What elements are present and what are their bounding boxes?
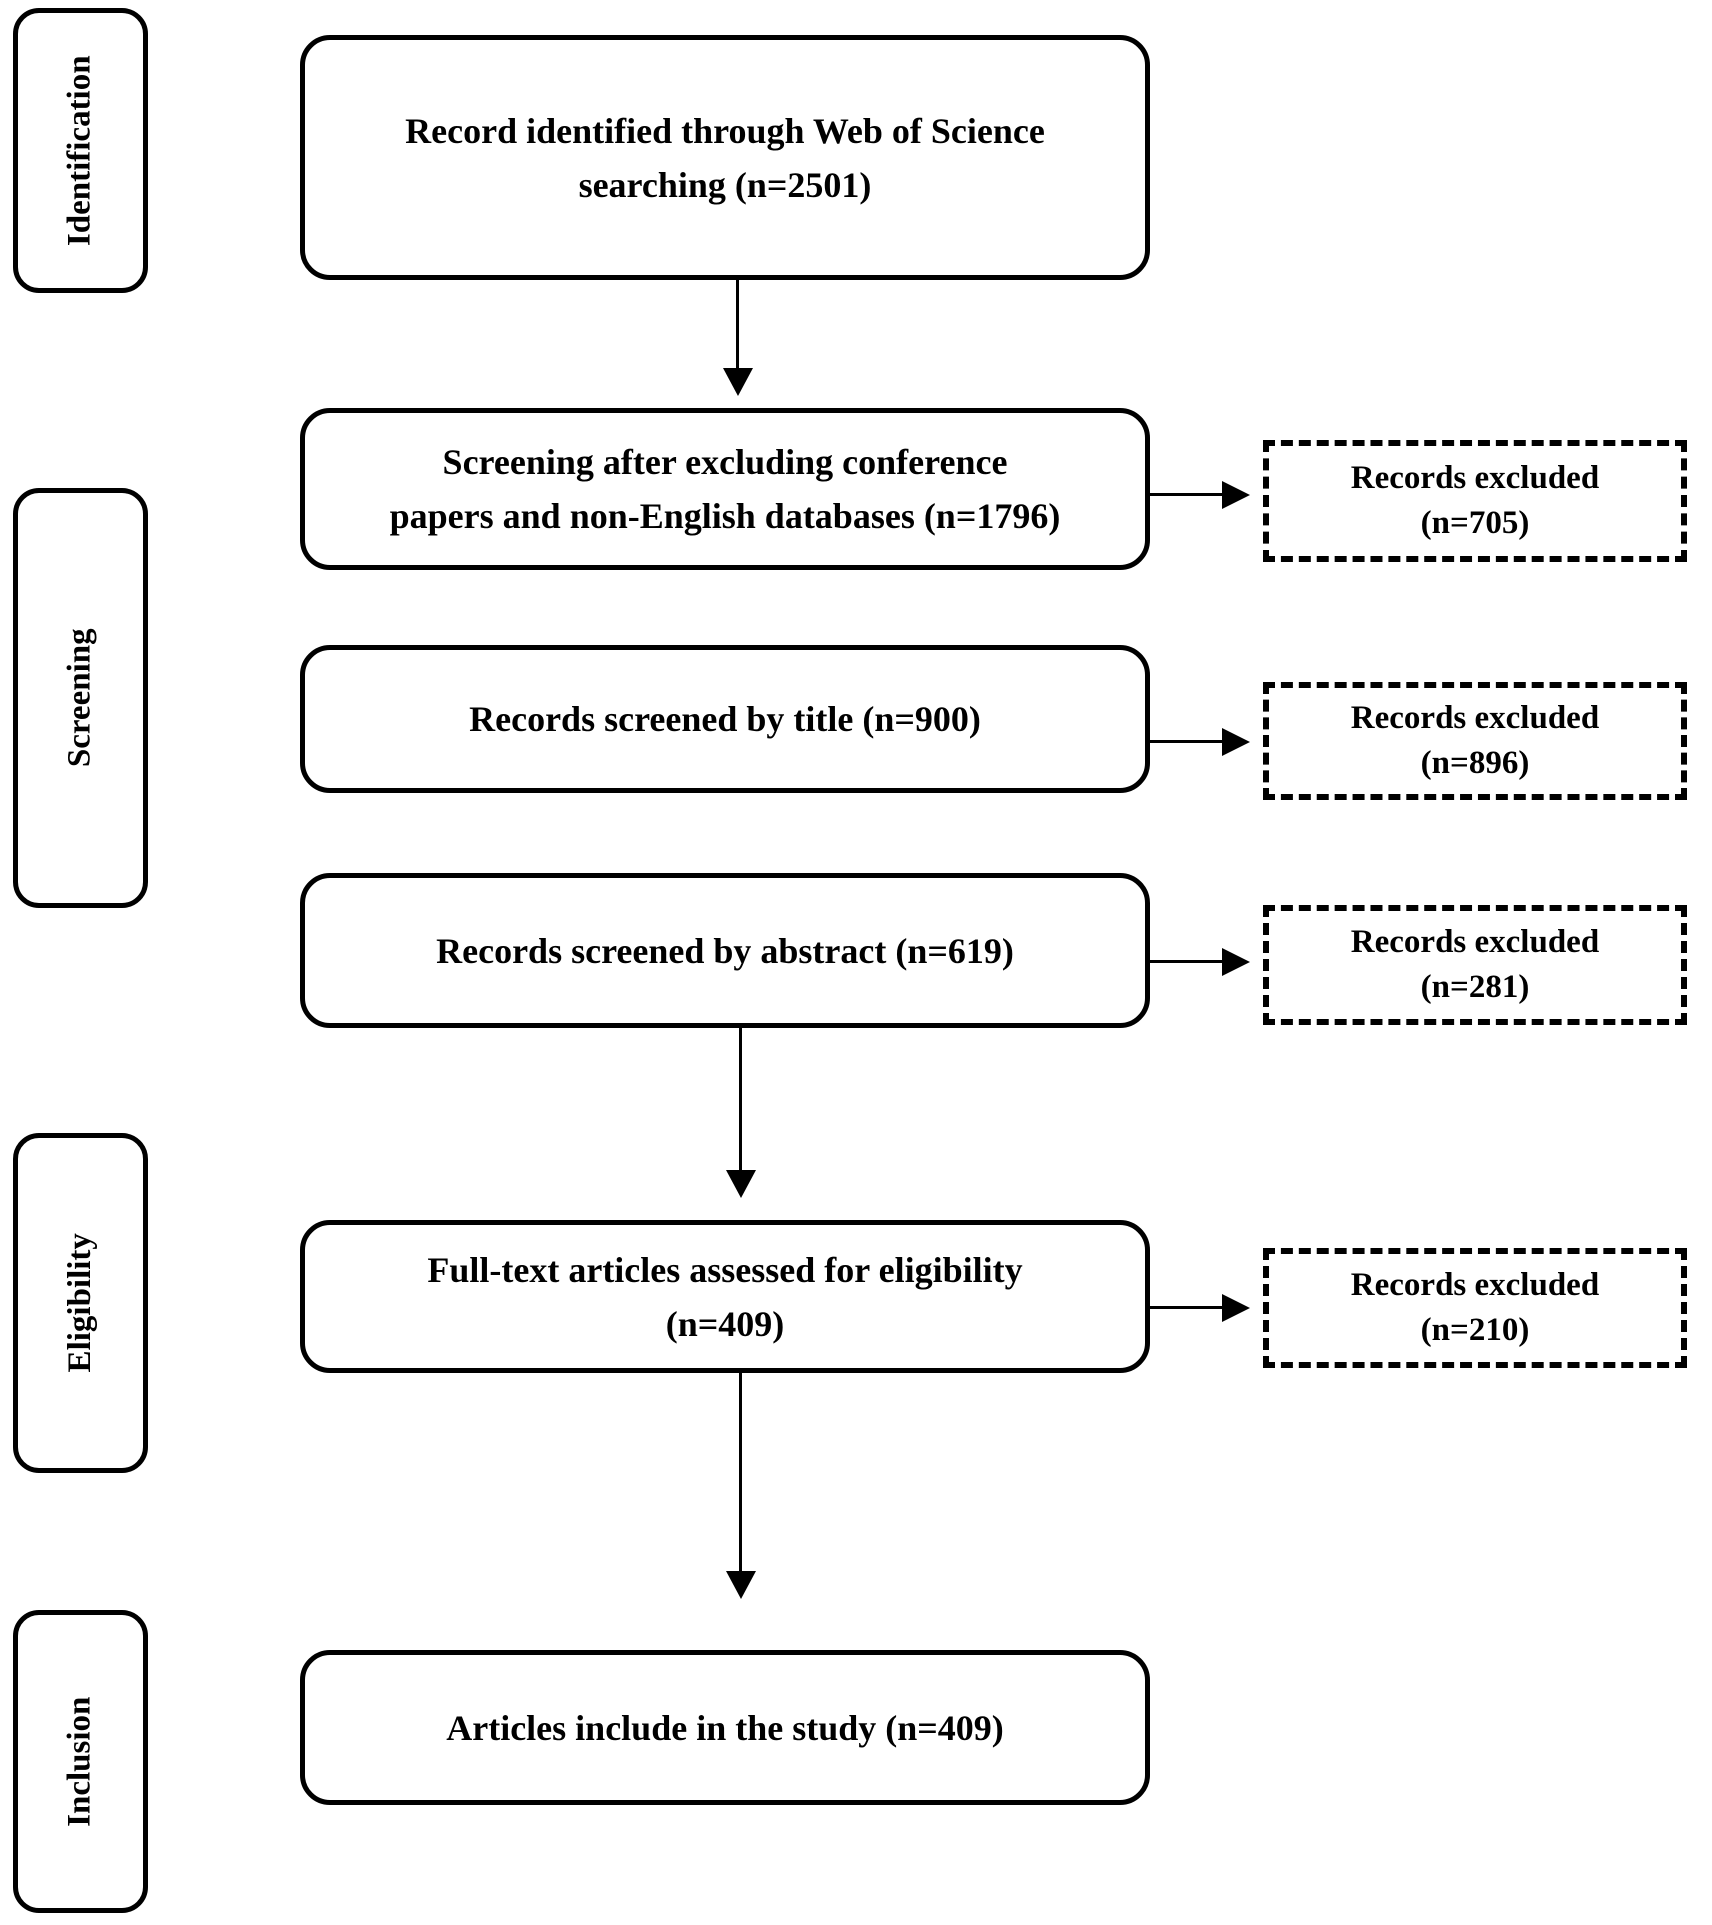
flow-box-text-line: Records screened by title (n=900) [469, 699, 981, 739]
excluded-box-3: Records excluded (n=281) [1263, 905, 1687, 1025]
arrow-right-icon [1222, 948, 1250, 976]
flow-box-text-line: (n=409) [665, 1303, 785, 1344]
stage-label-identification: Identification [61, 55, 98, 246]
flow-box-fulltext-assessed: Full-text articles assessed for eligibil… [300, 1220, 1150, 1373]
stage-box-identification: Identification [13, 8, 148, 293]
flow-box-text-line: Screening after excluding conference [442, 442, 1008, 482]
arrow-line-down-1 [736, 278, 739, 370]
arrow-right-icon [1222, 481, 1250, 509]
arrow-line-right-3 [1148, 960, 1224, 963]
excluded-box-text-line: Records excluded [1350, 1267, 1600, 1304]
arrow-down-icon [723, 368, 753, 396]
excluded-box-text-line: (n=210) [1420, 1312, 1530, 1348]
excluded-box-text-line: (n=281) [1420, 969, 1530, 1005]
arrow-line-right-4 [1148, 1306, 1224, 1309]
arrow-line-down-2 [739, 1026, 742, 1172]
arrow-down-icon [726, 1170, 756, 1198]
flow-box-text-line: Articles include in the study (n=409) [446, 1707, 1004, 1748]
excluded-box-text-line: (n=705) [1420, 505, 1530, 541]
stage-box-eligibility: Eligibility [13, 1133, 148, 1473]
arrow-line-down-3 [739, 1371, 742, 1573]
flow-box-text-line: Records screened by abstract (n=619) [436, 930, 1014, 971]
flow-box-text-line: papers and non-English databases (n=1796… [389, 496, 1061, 536]
flow-box-articles-included: Articles include in the study (n=409) [300, 1650, 1150, 1805]
excluded-box-4: Records excluded (n=210) [1263, 1248, 1687, 1368]
excluded-box-1: Records excluded (n=705) [1263, 440, 1687, 562]
excluded-box-text-line: (n=896) [1420, 745, 1530, 781]
stage-box-screening: Screening [13, 488, 148, 908]
excluded-box-text-line: Records excluded [1350, 924, 1600, 961]
excluded-box-text-line: Records excluded [1350, 460, 1600, 497]
arrow-right-icon [1222, 1294, 1250, 1322]
arrow-line-right-2 [1148, 740, 1224, 743]
arrow-line-right-1 [1148, 493, 1224, 496]
flow-box-text-line: Record identified through Web of Science [405, 110, 1045, 151]
excluded-box-2: Records excluded (n=896) [1263, 682, 1687, 800]
excluded-box-text-line: Records excluded [1350, 700, 1600, 737]
stage-label-screening: Screening [61, 628, 98, 768]
flow-box-records-identified: Record identified through Web of Science… [300, 35, 1150, 280]
arrow-down-icon [726, 1571, 756, 1599]
flow-box-text-line: searching (n=2501) [578, 164, 872, 205]
flow-box-screened-by-title: Records screened by title (n=900) [300, 645, 1150, 793]
flow-box-screened-by-abstract: Records screened by abstract (n=619) [300, 873, 1150, 1028]
stage-box-inclusion: Inclusion [13, 1610, 148, 1913]
flow-box-screening-after-excluding: Screening after excluding conference pap… [300, 408, 1150, 570]
stage-label-eligibility: Eligibility [61, 1233, 98, 1373]
stage-label-inclusion: Inclusion [61, 1696, 98, 1827]
arrow-right-icon [1222, 728, 1250, 756]
flow-box-text-line: Full-text articles assessed for eligibil… [427, 1249, 1023, 1290]
